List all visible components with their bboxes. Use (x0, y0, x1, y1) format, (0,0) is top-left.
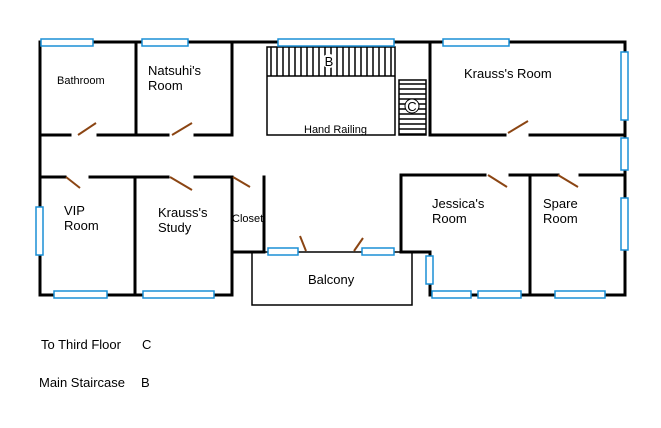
window (554, 290, 606, 299)
door (77, 122, 97, 136)
door (557, 174, 579, 188)
window (425, 255, 434, 285)
door (169, 176, 193, 191)
room-label-natsuhi-line2: Room (148, 78, 183, 93)
room-label-vip-line1: VIP (64, 203, 85, 218)
marker-b-backdrop (322, 54, 336, 68)
window (442, 38, 510, 47)
window (53, 290, 108, 299)
room-label-spare-line1: Spare (543, 196, 578, 211)
door (299, 235, 307, 252)
door (171, 122, 193, 136)
third-floor-marker: C (407, 99, 416, 114)
window (431, 290, 472, 299)
window (141, 38, 189, 47)
legend-third-floor-label: To Third Floor (41, 337, 121, 352)
door (65, 176, 81, 189)
room-label-natsuhi-line1: Natsuhi's (148, 63, 202, 78)
windows (35, 38, 629, 299)
main-staircase-marker: B (325, 54, 334, 69)
room-label-bathroom: Bathroom (57, 75, 105, 87)
room-label-balcony: Balcony (308, 272, 355, 287)
doors (65, 120, 579, 252)
door (487, 174, 508, 188)
room-label-krauss-study-line1: Krauss's (158, 205, 208, 220)
legend-main-staircase-label: Main Staircase (39, 375, 125, 390)
legend-third-floor-marker: C (142, 337, 152, 352)
room-label-krauss-room: Krauss's Room (464, 66, 552, 81)
room-label-closet: Closet (232, 213, 263, 225)
balcony-outline (251, 251, 413, 306)
room-label-jessica-line2: Room (432, 211, 467, 226)
window (620, 137, 629, 171)
door (353, 237, 364, 252)
door (232, 176, 251, 188)
window (35, 206, 44, 256)
window (142, 290, 215, 299)
window (620, 197, 629, 251)
window (361, 247, 395, 256)
window (477, 290, 522, 299)
legend-main-staircase-marker: B (141, 375, 150, 390)
hand-railing-label: Hand Railing (304, 124, 367, 136)
room-label-krauss-study-line2: Study (158, 220, 192, 235)
door (507, 120, 529, 134)
marker-c-backdrop (404, 98, 420, 114)
window (620, 51, 629, 121)
window (40, 38, 94, 47)
window (277, 38, 395, 47)
room-label-spare-line2: Room (543, 211, 578, 226)
room-label-vip-line2: Room (64, 218, 99, 233)
room-label-jessica-line1: Jessica's (432, 196, 485, 211)
window (267, 247, 299, 256)
